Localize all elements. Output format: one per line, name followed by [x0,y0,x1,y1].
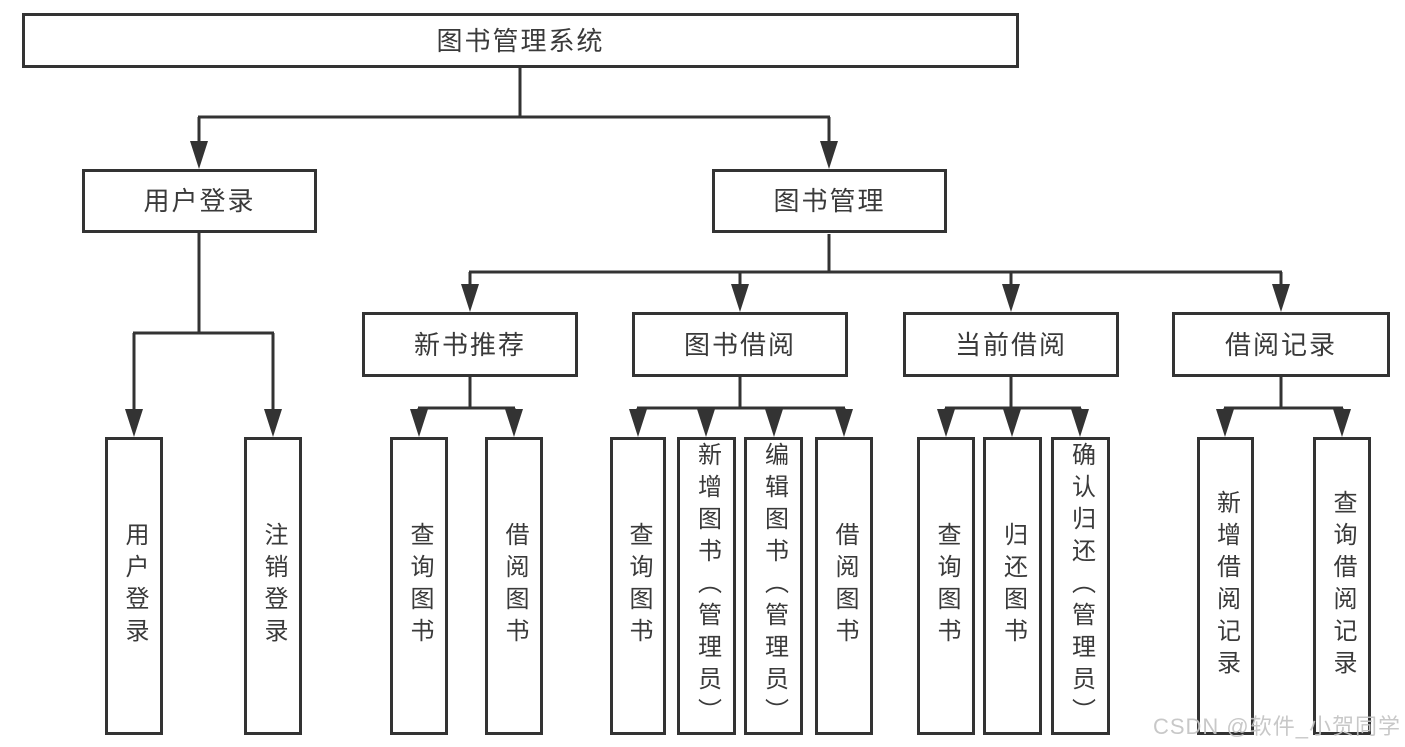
leaf-label: 归还图书 [999,522,1027,650]
leaf-query-books-recommendation: 查询图书 [390,437,448,735]
node-label: 图书借阅 [683,329,796,360]
leaf-user-login: 用户登录 [105,437,163,735]
node-label: 新书推荐 [413,329,526,360]
csdn-watermark: CSDN @软件_小贺同学 [1152,714,1401,739]
leaf-label: 新增图书（管理员） [693,442,721,730]
leaf-label: 用户登录 [121,522,148,650]
node-new-book-recommendation: 新书推荐 [362,312,578,377]
leaf-add-book-admin: 新增图书（管理员） [677,437,736,735]
leaf-label: 查询图书 [406,522,433,650]
leaf-query-books-current: 查询图书 [917,437,975,735]
node-label: 图书管理系统 [436,25,605,56]
node-book-borrowing: 图书借阅 [632,312,848,377]
leaf-confirm-return-admin: 确认归还（管理员） [1051,437,1110,735]
node-borrowing-records: 借阅记录 [1172,312,1390,377]
leaf-label: 确认归还（管理员） [1067,442,1095,730]
leaf-label: 注销登录 [260,522,287,650]
node-book-management: 图书管理 [712,169,947,233]
leaf-label: 借阅图书 [831,522,858,650]
leaf-add-borrow-record: 新增借阅记录 [1197,437,1254,735]
leaf-borrow-books-recommendation: 借阅图书 [485,437,543,735]
leaf-label: 新增借阅记录 [1212,490,1240,682]
node-label: 图书管理 [773,186,886,216]
leaf-borrow-books-borrowing: 借阅图书 [815,437,873,735]
arrowheads [125,141,1351,437]
leaf-label: 借阅图书 [501,522,528,650]
leaf-label: 编辑图书（管理员） [760,442,788,730]
leaf-label: 查询图书 [625,522,652,650]
leaf-label: 查询借阅记录 [1329,490,1356,682]
leaf-edit-book-admin: 编辑图书（管理员） [744,437,803,735]
node-current-borrowing: 当前借阅 [903,312,1119,377]
node-user-login: 用户登录 [82,169,317,233]
leaf-query-books-borrowing: 查询图书 [610,437,666,735]
leaf-logout: 注销登录 [244,437,302,735]
leaf-query-borrow-record: 查询借阅记录 [1313,437,1371,735]
node-library-management-system: 图书管理系统 [22,13,1019,68]
node-label: 用户登录 [143,186,256,216]
node-label: 当前借阅 [954,329,1067,360]
leaf-label: 查询图书 [933,522,960,650]
leaf-return-books: 归还图书 [983,437,1042,735]
node-label: 借阅记录 [1224,329,1337,360]
